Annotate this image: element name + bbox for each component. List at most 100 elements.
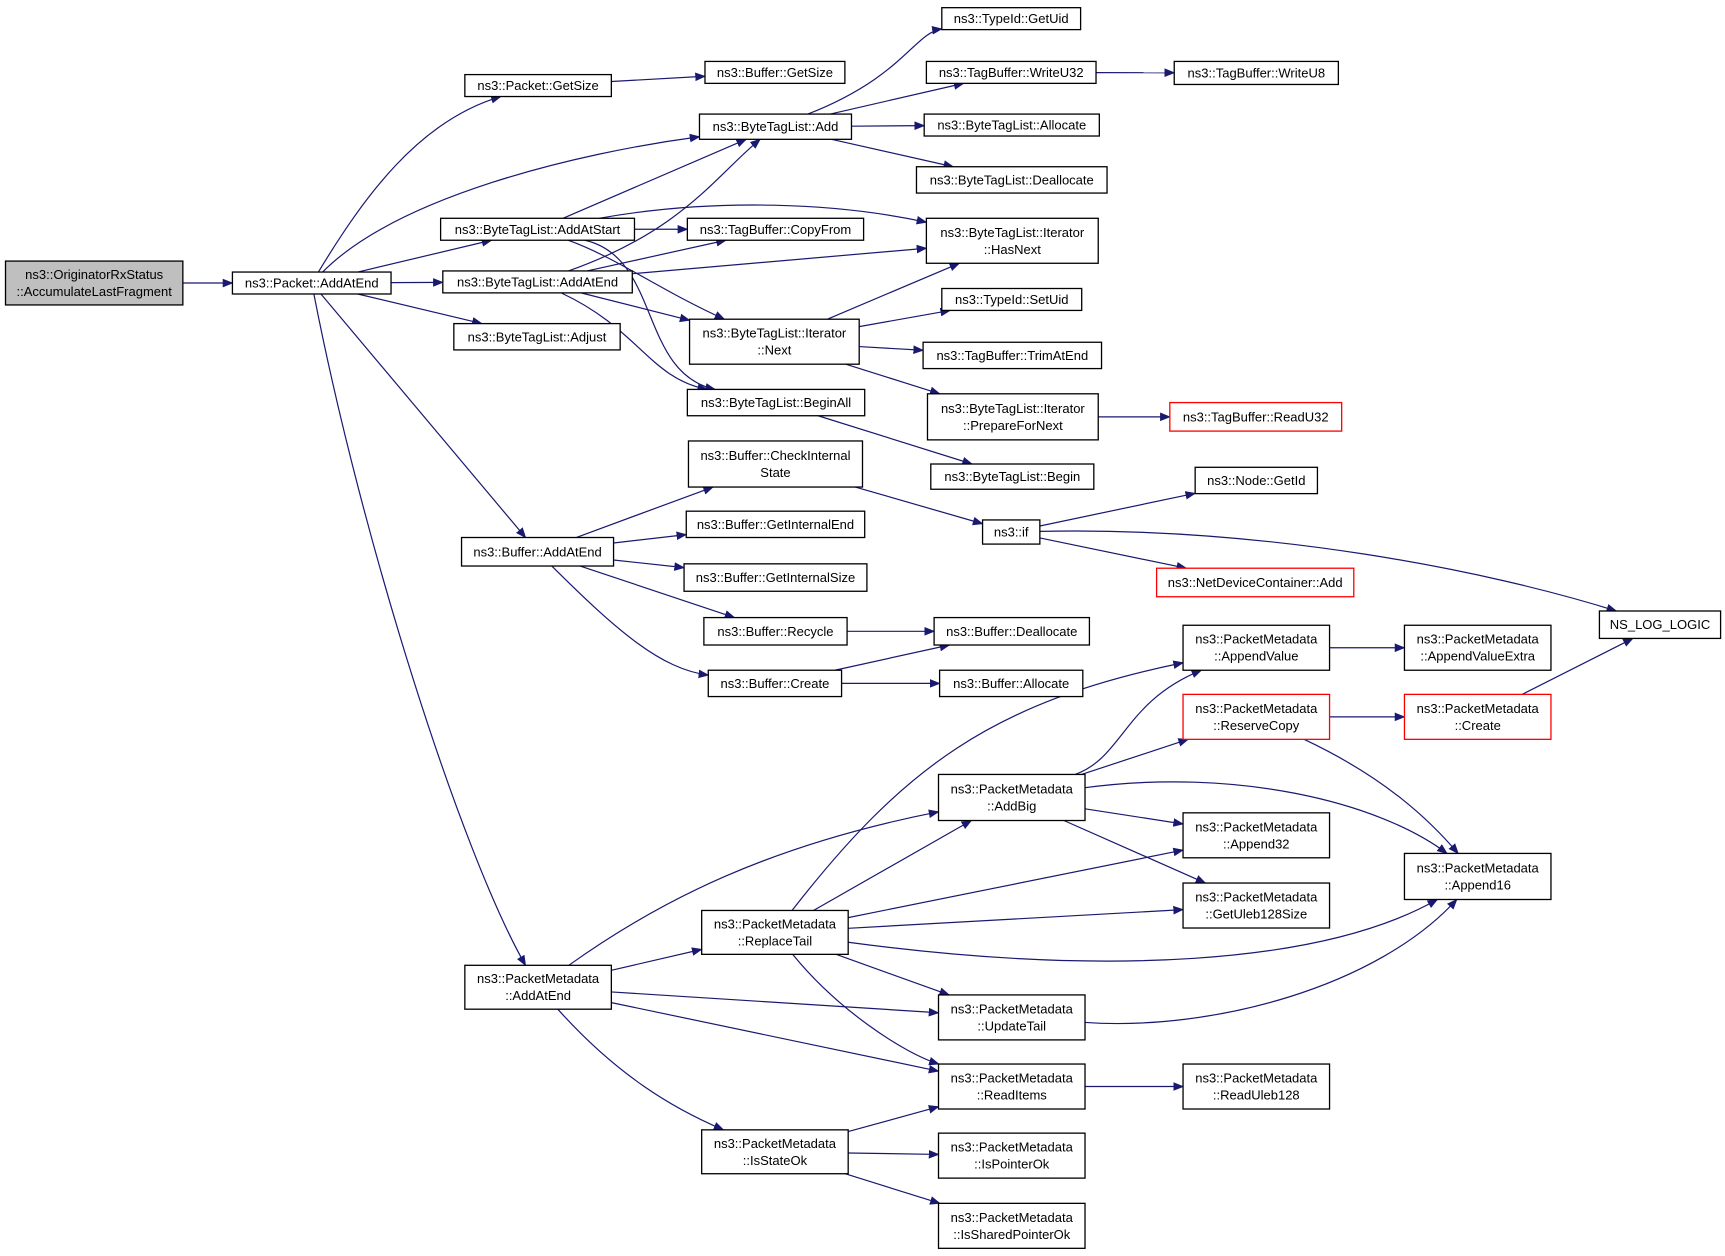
node-pm-issharedpointerok[interactable]: ns3::PacketMetadata::IsSharedPointerOk [937,1202,1086,1249]
edge-pm_replacetail-to-pm_appendvalue [791,660,1185,911]
edge-it_next-to-typeid_setuid [859,307,952,328]
node-box [703,616,848,646]
node-btl-add[interactable]: ns3::ByteTagList::Add [698,113,853,140]
edge-pkt_addatend-to-btl_adjust [357,293,483,326]
edge-pm_isstateok-to-pm_ispointerok [848,1149,940,1159]
edge-pm_addatend-to-pm_replacetail [611,947,703,971]
edge-ns3_if-to-ns_log_logic [1039,530,1618,613]
node-ns-log-logic[interactable]: NS_LOG_LOGIC [1598,610,1722,640]
node-label: ::Create [1455,718,1501,733]
node-label: ns3::PacketMetadata [1195,701,1318,716]
node-pm-updatetail[interactable]: ns3::PacketMetadata::UpdateTail [937,994,1086,1041]
node-pm-appendvalueextra[interactable]: ns3::PacketMetadata::AppendValueExtra [1403,624,1552,671]
node-buf-deallocate[interactable]: ns3::Buffer::Deallocate [933,616,1091,646]
node-tb-writeu8[interactable]: ns3::TagBuffer::WriteU8 [1173,60,1340,86]
node-pm-addatend[interactable]: ns3::PacketMetadata::AddAtEnd [464,964,613,1010]
node-box [923,113,1100,137]
node-it-hasnext[interactable]: ns3::ByteTagList::Iterator::HasNext [925,217,1099,264]
node-pm-addbig[interactable]: ns3::PacketMetadata::AddBig [937,773,1086,822]
node-pm-appendvalue[interactable]: ns3::PacketMetadata::AppendValue [1182,624,1331,671]
node-label: ::IsStateOk [743,1153,808,1168]
edge-line [1063,819,1207,884]
edge-line [567,239,726,320]
edge-line [813,819,973,911]
edge-line [1039,537,1188,571]
node-typeid-setuid[interactable]: ns3::TypeId::SetUid [941,287,1083,312]
node-label: ns3::PacketMetadata [477,971,600,986]
node-root[interactable]: ns3::OriginatorRxStatus::AccumulateLastF… [4,260,184,306]
node-btl-addatend[interactable]: ns3::ByteTagList::AddAtEnd [442,270,633,294]
edge-line [598,204,928,225]
node-ndc-add[interactable]: ns3::NetDeviceContainer::Add [1155,567,1355,598]
node-label: ns3::PacketMetadata [951,1140,1074,1155]
node-tb-writeu32[interactable]: ns3::TagBuffer::WriteU32 [925,60,1097,85]
edge-ns3_if-to-node_getid [1039,491,1197,527]
edge-btl_addatstart-to-btl_beginall [584,239,717,392]
node-tb-trimatend[interactable]: ns3::TagBuffer::TrimAtEnd [922,341,1103,370]
edge-line [848,1149,940,1159]
edge-btl_addatend-to-btl_beginall [560,292,709,392]
node-ns3-if[interactable]: ns3::if [981,519,1041,545]
node-box [698,113,853,140]
node-tb-readu32[interactable]: ns3::TagBuffer::ReadU32 [1169,401,1343,432]
node-label: ns3::OriginatorRxStatus [25,267,164,282]
node-buf-addatend[interactable]: ns3::Buffer::AddAtEnd [460,536,615,567]
node-label: ::Append32 [1223,836,1290,851]
node-buf-allocate[interactable]: ns3::Buffer::Allocate [938,669,1084,698]
edge-line [611,72,707,83]
node-pkt-addatend[interactable]: ns3::Packet::AddAtEnd [231,271,392,295]
edge-ns3_if-to-ndc_add [1039,537,1188,571]
node-buf-getsize[interactable]: ns3::Buffer::GetSize [704,60,846,85]
edge-line [611,1002,940,1074]
node-tb-copyfrom[interactable]: ns3::TagBuffer::CopyFrom [686,217,865,241]
edge-line [848,847,1185,919]
edge-line [357,238,493,273]
node-box [686,217,865,241]
node-label: ns3::NetDeviceContainer::Add [1168,575,1343,590]
edge-btl_addatend-to-btl_add [568,138,761,272]
node-pkt-getsize[interactable]: ns3::Packet::GetSize [464,73,613,98]
node-box [1173,60,1340,86]
node-buf-getinternalsize[interactable]: ns3::Buffer::GetInternalSize [683,563,868,592]
node-pm-append32[interactable]: ns3::PacketMetadata::Append32 [1182,812,1331,859]
node-typeid-getuid[interactable]: ns3::TypeId::GetUid [941,7,1082,31]
node-btl-beginall[interactable]: ns3::ByteTagList::BeginAll [686,388,866,417]
node-label: ns3::ByteTagList::Deallocate [930,172,1094,187]
node-box [442,270,633,294]
node-btl-deallocate[interactable]: ns3::ByteTagList::Deallocate [915,166,1108,194]
node-label: ::AddBig [987,798,1036,813]
node-node-getid[interactable]: ns3::Node::GetId [1194,466,1319,495]
edge-pm_addatend-to-pm_addbig [568,809,940,966]
node-pm-create[interactable]: ns3::PacketMetadata::Create [1403,693,1552,740]
node-label: ns3::PacketMetadata [951,1210,1074,1225]
node-buf-getinternalend[interactable]: ns3::Buffer::GetInternalEnd [685,510,866,539]
node-label: ns3::Node::GetId [1207,473,1305,488]
node-buf-recycle[interactable]: ns3::Buffer::Recycle [703,616,848,646]
node-it-prepare[interactable]: ns3::ByteTagList::Iterator::PrepareForNe… [926,393,1099,441]
node-pm-readitems[interactable]: ns3::PacketMetadata::ReadItems [937,1063,1086,1110]
edge-line [611,947,703,971]
node-pm-ispointerok[interactable]: ns3::PacketMetadata::IsPointerOk [937,1132,1086,1179]
node-pm-getuleb[interactable]: ns3::PacketMetadata::GetUleb128Size [1182,882,1331,929]
node-label: ns3::ByteTagList::Begin [944,469,1080,484]
node-btl-allocate[interactable]: ns3::ByteTagList::Allocate [923,113,1100,137]
node-box [926,393,1099,441]
node-pm-reservecopy[interactable]: ns3::PacketMetadata::ReserveCopy [1182,693,1331,740]
node-buf-create[interactable]: ns3::Buffer::Create [707,669,843,698]
node-pm-replacetail[interactable]: ns3::PacketMetadata::ReplaceTail [701,909,849,955]
node-label: ns3::PacketMetadata [1195,819,1318,834]
edge-line [1303,738,1459,855]
node-pm-append16[interactable]: ns3::PacketMetadata::Append16 [1403,852,1552,901]
node-label: ns3::PacketMetadata [951,1071,1074,1086]
edge-line [568,809,940,966]
node-pm-isstateok[interactable]: ns3::PacketMetadata::IsStateOk [701,1129,849,1175]
node-btl-addatstart[interactable]: ns3::ByteTagList::AddAtStart [439,217,636,241]
node-box [1169,401,1343,432]
node-btl-adjust[interactable]: ns3::ByteTagList::Adjust [453,322,621,351]
node-it-next[interactable]: ns3::ByteTagList::Iterator::Next [688,318,860,365]
node-btl-begin[interactable]: ns3::ByteTagList::Begin [930,463,1095,490]
node-pm-readuleb[interactable]: ns3::PacketMetadata::ReadUleb128 [1182,1063,1331,1110]
edge-pm_addbig-to-pm_append32 [1084,808,1185,827]
